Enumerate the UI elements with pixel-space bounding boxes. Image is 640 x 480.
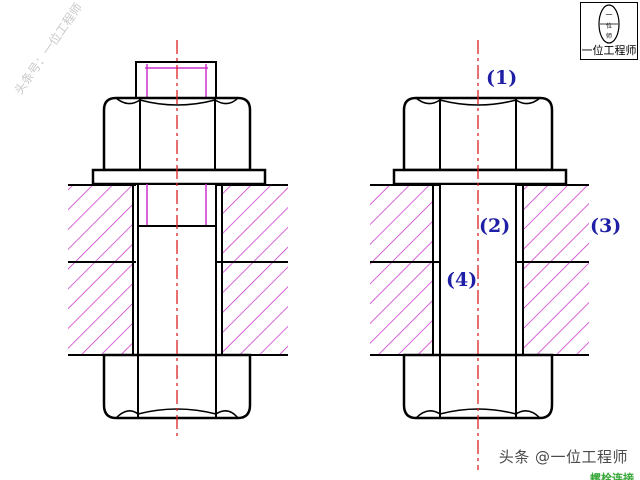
right-assembly: (1) (2) (3) (4) — [370, 40, 621, 470]
left-assembly — [68, 40, 288, 436]
brand-logo: 一 位 师 一位工程师 — [580, 2, 638, 60]
right-plate-hatch-a — [370, 185, 433, 355]
label-2: (2) — [479, 215, 510, 237]
logo-bottom-glyph: 师 — [606, 32, 612, 40]
left-plate-hatch-b — [222, 185, 288, 355]
brand-footer: 头条 @一位工程师 — [498, 448, 628, 466]
logo-mid-glyph: 位 — [606, 22, 612, 30]
right-nut-chamfer — [415, 97, 541, 106]
logo-top-glyph: 一 — [606, 11, 613, 19]
corner-caption: 螺栓连接 — [590, 472, 634, 480]
left-plate-hatch-a — [68, 185, 133, 355]
right-plate-hatch-b — [523, 185, 589, 355]
left-nut-chamfer — [115, 97, 239, 106]
left-bolt-shank — [136, 185, 216, 355]
right-washer — [392, 168, 568, 186]
label-4: (4) — [446, 269, 477, 291]
label-1: (1) — [486, 67, 517, 89]
left-washer — [91, 168, 267, 186]
logo-caption: 一位工程师 — [581, 44, 637, 57]
logo-seal-icon: 一 位 师 — [598, 4, 620, 44]
label-3: (3) — [590, 215, 621, 237]
